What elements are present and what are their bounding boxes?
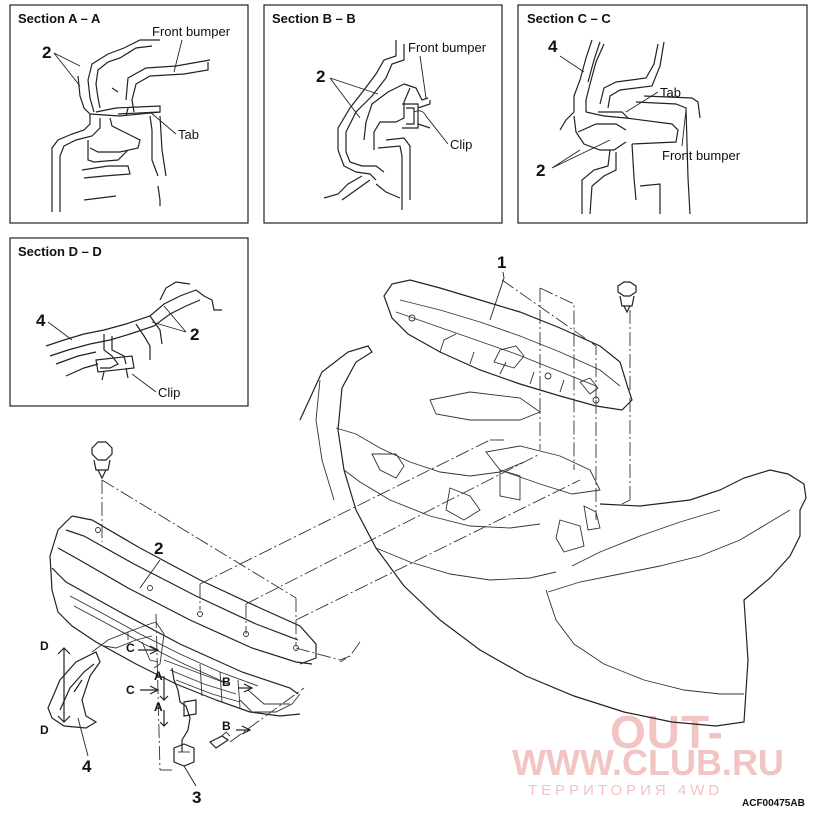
section-c-part-4: 4 bbox=[548, 37, 558, 56]
clip-fastener-top bbox=[617, 281, 637, 314]
section-d-part-2: 2 bbox=[190, 325, 199, 344]
watermark-line1: OUT- bbox=[610, 706, 724, 758]
cut-label-c-top: C bbox=[126, 641, 135, 655]
cut-label-c-bottom: C bbox=[126, 683, 135, 697]
section-cut-marks bbox=[57, 645, 254, 735]
section-d-drawing bbox=[45, 281, 222, 381]
watermark-line3: ТЕРРИТОРИЯ 4WD bbox=[528, 782, 723, 799]
section-b-panel: Section B – B 2 Front bumper Clip bbox=[263, 4, 503, 224]
cut-label-d-top: D bbox=[40, 639, 49, 653]
section-b-frame bbox=[263, 4, 503, 224]
section-c-front-bumper-label: Front bumper bbox=[662, 148, 741, 163]
cut-label-a-bottom: A bbox=[154, 700, 163, 714]
section-d-clip-label: Clip bbox=[158, 385, 180, 400]
watermark: OUT- WWW.CLUB.RU ТЕРРИТОРИЯ 4WD bbox=[512, 706, 784, 799]
section-d-part-4: 4 bbox=[36, 311, 46, 330]
section-d-frame bbox=[9, 237, 249, 407]
section-a-front-bumper-label: Front bumper bbox=[152, 24, 231, 39]
front-bumper-assembly bbox=[299, 345, 807, 727]
section-a-title: Section A – A bbox=[18, 11, 101, 26]
section-c-panel: Section C – C 4 2 Tab Front bumper bbox=[517, 4, 808, 224]
callout-part-4: 4 bbox=[82, 757, 92, 776]
sensor-harness-part bbox=[171, 667, 231, 767]
cut-label-b-top: B bbox=[222, 675, 231, 689]
callout-part-2: 2 bbox=[154, 539, 163, 558]
cut-label-a-top: A bbox=[154, 669, 163, 683]
section-a-part-2: 2 bbox=[42, 43, 51, 62]
section-b-drawing bbox=[323, 40, 431, 210]
alignment-lines bbox=[101, 279, 631, 771]
section-c-title: Section C – C bbox=[527, 11, 611, 26]
section-b-front-bumper-label: Front bumper bbox=[408, 40, 487, 55]
section-b-part-2: 2 bbox=[316, 67, 325, 86]
section-d-title: Section D – D bbox=[18, 244, 102, 259]
cut-label-d-bottom: D bbox=[40, 723, 49, 737]
section-c-part-2: 2 bbox=[536, 161, 545, 180]
section-b-title: Section B – B bbox=[272, 11, 356, 26]
grille-part bbox=[49, 515, 317, 717]
figure-code: ACF00475AB bbox=[742, 798, 805, 809]
section-c-tab-label: Tab bbox=[660, 85, 681, 100]
watermark-line2: WWW.CLUB.RU bbox=[512, 742, 784, 783]
cut-label-b-bottom: B bbox=[222, 719, 231, 733]
section-b-clip-label: Clip bbox=[450, 137, 472, 152]
clip-fastener-left bbox=[91, 441, 113, 480]
garnish-part bbox=[47, 621, 165, 729]
section-a-tab-label: Tab bbox=[178, 127, 199, 142]
callout-part-3: 3 bbox=[192, 788, 201, 807]
section-c-drawing bbox=[559, 39, 701, 215]
section-d-panel: Section D – D 4 2 Clip bbox=[9, 237, 249, 407]
section-a-drawing bbox=[51, 39, 211, 212]
callout-part-1: 1 bbox=[497, 253, 506, 272]
section-a-panel: Section A – A 2 Front bumper Tab bbox=[9, 4, 249, 224]
section-c-frame bbox=[517, 4, 808, 224]
